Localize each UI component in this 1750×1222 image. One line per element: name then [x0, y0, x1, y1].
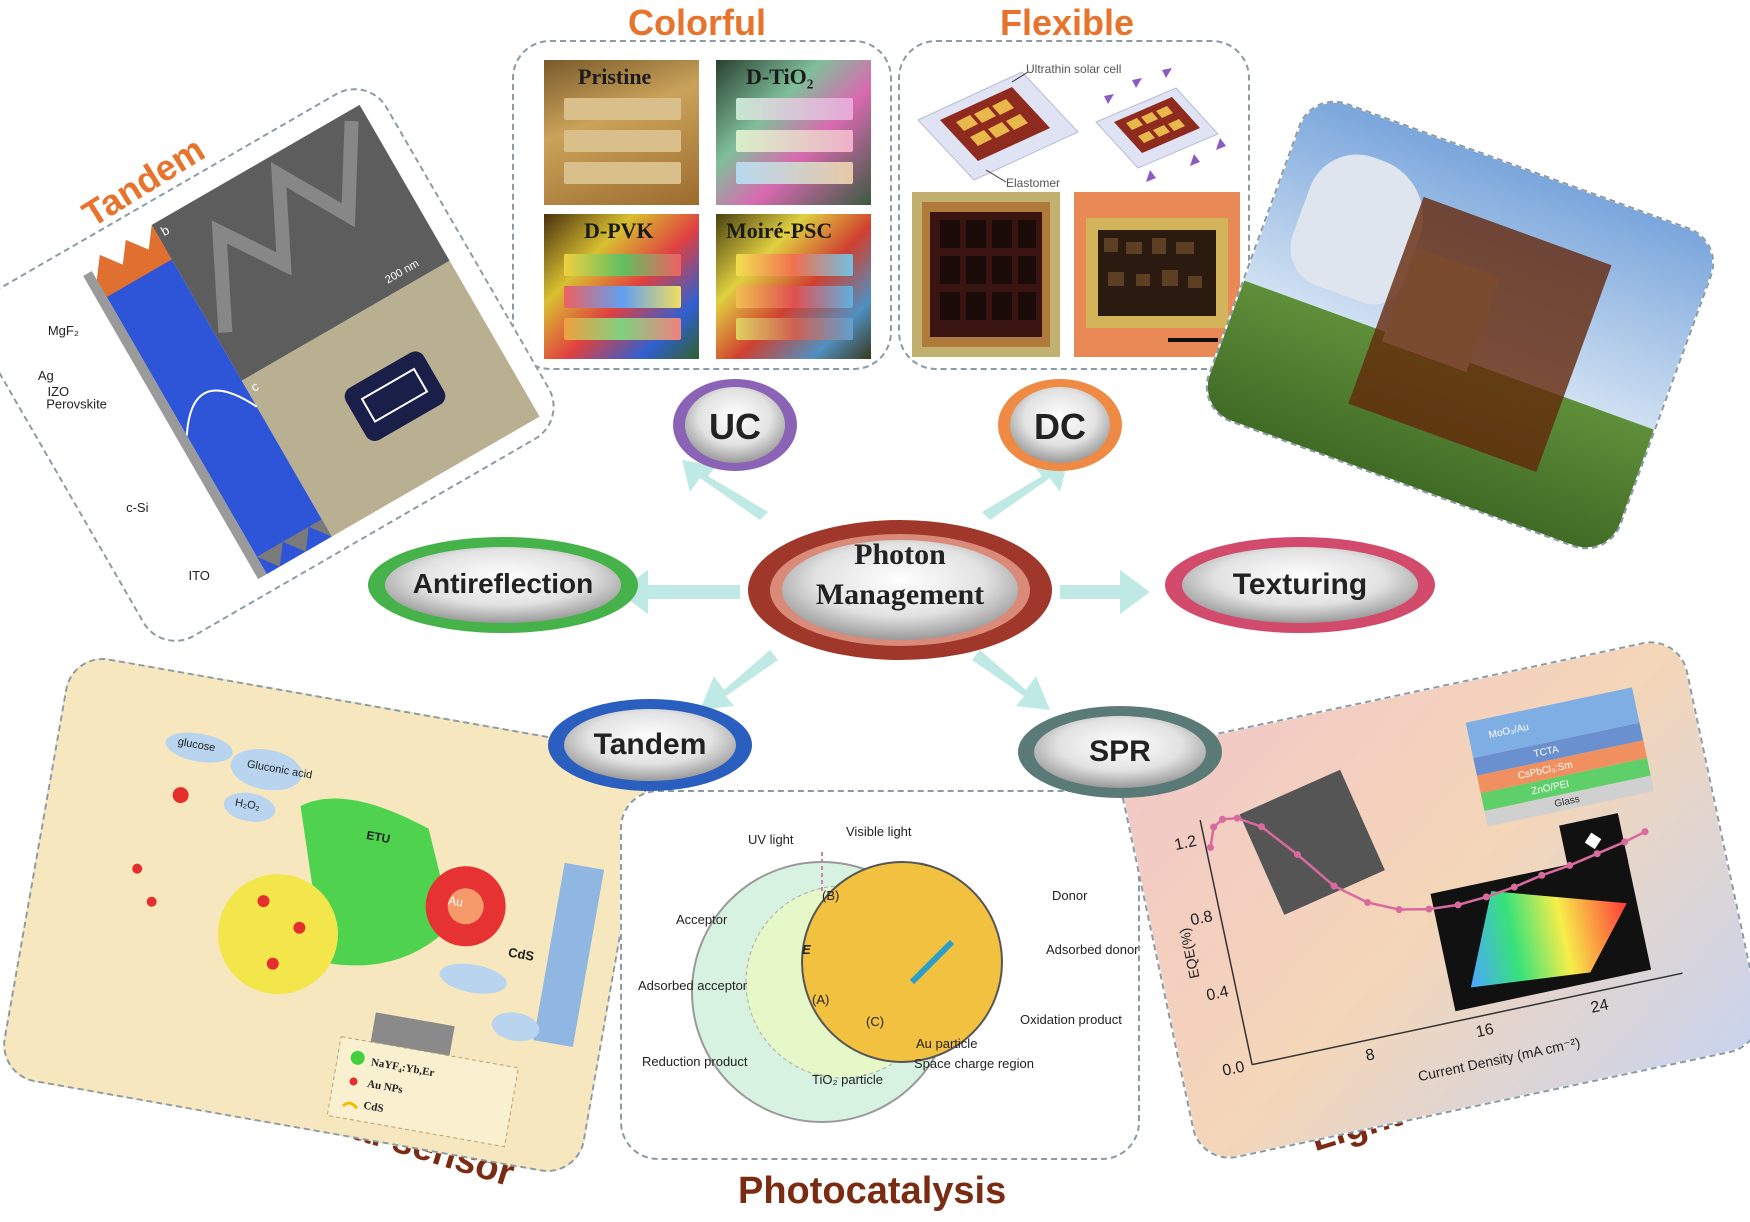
eqe-point: [1364, 898, 1372, 906]
colorful-panel: Pristine D-TiO₂ D-PVK Moiré-PSC: [512, 40, 892, 370]
y-tick-label: 1.2: [1173, 833, 1198, 854]
node-spr: SPR: [1089, 735, 1151, 768]
x-tick-label: 8: [1364, 1046, 1376, 1064]
eqe-point: [1218, 815, 1226, 823]
pc-label-a: (A): [812, 992, 830, 1007]
pec-illustration: [0, 654, 653, 1178]
eqe-point: [1233, 814, 1241, 822]
label-pristine: Pristine: [578, 64, 652, 89]
pc-label-visible: Visible light: [846, 824, 912, 839]
y-tick-label: 0.8: [1189, 908, 1214, 929]
label-moire-psc: Moiré-PSC: [726, 218, 833, 243]
pc-label-acceptor: Acceptor: [676, 912, 728, 927]
label-d-pvk: D-PVK: [584, 218, 654, 243]
x-axis: [1251, 972, 1683, 1066]
node-uc: UC: [709, 406, 761, 447]
pc-label-tio2: TiO₂ particle: [812, 1072, 884, 1087]
node-antireflection: Antireflection: [412, 568, 594, 599]
eqe-point: [1293, 850, 1301, 858]
eqe-point: [1425, 905, 1433, 913]
label-ultrathin: Ultrathin solar cell: [1026, 62, 1122, 76]
title-photocatalysis: Photocatalysis: [738, 1170, 1007, 1212]
x-tick-label: 16: [1474, 1021, 1495, 1041]
eqe-point: [1641, 828, 1649, 836]
node-texturing: Texturing: [1232, 568, 1368, 601]
d-tio2-cell: D-TiO₂: [716, 60, 871, 205]
eqe-point: [1395, 906, 1403, 914]
tandem-layer-csi: c-Si: [126, 499, 149, 515]
pc-label-oxidation: Oxidation product: [1020, 1012, 1122, 1027]
pec-sensor-panel: glucose Gluconic acid H₂O₂ ETU Au CdS Na…: [0, 652, 653, 1178]
label-elastomer: Elastomer: [1006, 176, 1061, 190]
pc-label-b: (B): [822, 888, 840, 903]
pristine-cell: Pristine: [544, 60, 699, 205]
tandem-layer-ito: ITO: [188, 568, 210, 584]
pc-label-reduction: Reduction product: [642, 1054, 748, 1069]
flexible-illustration: [912, 68, 1240, 357]
pc-label-adsorbed-acceptor: Adsorbed acceptor: [638, 978, 748, 993]
eqe-point: [1210, 823, 1218, 831]
eqe-point: [1510, 883, 1518, 891]
semi-transparent-panel: [1195, 90, 1725, 560]
pc-label-adsorbed-donor: Adsorbed donor: [1046, 942, 1139, 957]
pec-label-au: Au: [447, 893, 465, 910]
eqe-point: [1621, 838, 1629, 846]
node-tandem: Tandem: [593, 728, 707, 761]
eqe-series: [1206, 814, 1649, 914]
y-tick-label: 0.4: [1205, 983, 1230, 1004]
led-stack: [1465, 687, 1655, 827]
title-flexible: Flexible: [1000, 2, 1135, 43]
y-tick-label: 0.0: [1221, 1058, 1246, 1079]
pc-label-e: E: [802, 942, 811, 957]
led-axes: 8 16 24 0.0 0.4 0.8 1.2: [1173, 819, 1683, 1080]
d-pvk-cell: D-PVK: [544, 214, 699, 359]
tandem-layer-perovskite: Perovskite: [46, 396, 107, 412]
eqe-point: [1454, 901, 1462, 909]
photocatalysis-panel: UV light Visible light Donor Acceptor Ad…: [620, 790, 1140, 1160]
center-line1: Photon: [854, 538, 946, 571]
moire-psc-cell: Moiré-PSC: [716, 214, 871, 359]
eqe-point: [1330, 882, 1338, 890]
eqe-point: [1482, 893, 1490, 901]
flexible-panel: Ultrathin solar cell Elastomer: [898, 40, 1250, 370]
title-colorful: Colorful: [628, 2, 766, 43]
y-axis: [1199, 819, 1253, 1065]
eqe-point: [1206, 843, 1214, 851]
center-line2: Management: [815, 578, 985, 611]
eqe-point: [1258, 823, 1266, 831]
pc-label-donor: Donor: [1052, 888, 1088, 903]
tandem-illustration: [83, 104, 540, 580]
tandem-layer-ag: Ag: [37, 367, 54, 383]
eqe-point: [1538, 871, 1546, 879]
pc-label-uv: UV light: [748, 832, 794, 847]
photocatalysis-illustration: [691, 852, 1003, 1123]
led-chart: 8 16 24 0.0 0.4 0.8 1.2: [1115, 635, 1750, 1166]
tandem-panel: MgF₂ Ag IZO Perovskite c-Si ITO b c 200 …: [0, 74, 569, 656]
tandem-layer-mgf2: MgF₂: [47, 323, 79, 339]
x-tick-label: 24: [1589, 996, 1610, 1016]
pc-label-c: (C): [866, 1014, 885, 1029]
eqe-point: [1593, 850, 1601, 858]
pc-label-au-particle: Au particle: [916, 1036, 978, 1051]
pc-label-space-charge: Space charge region: [914, 1056, 1034, 1071]
node-dc: DC: [1034, 406, 1086, 447]
eqe-point: [1566, 861, 1574, 869]
label-d-tio2: D-TiO₂: [746, 64, 814, 89]
